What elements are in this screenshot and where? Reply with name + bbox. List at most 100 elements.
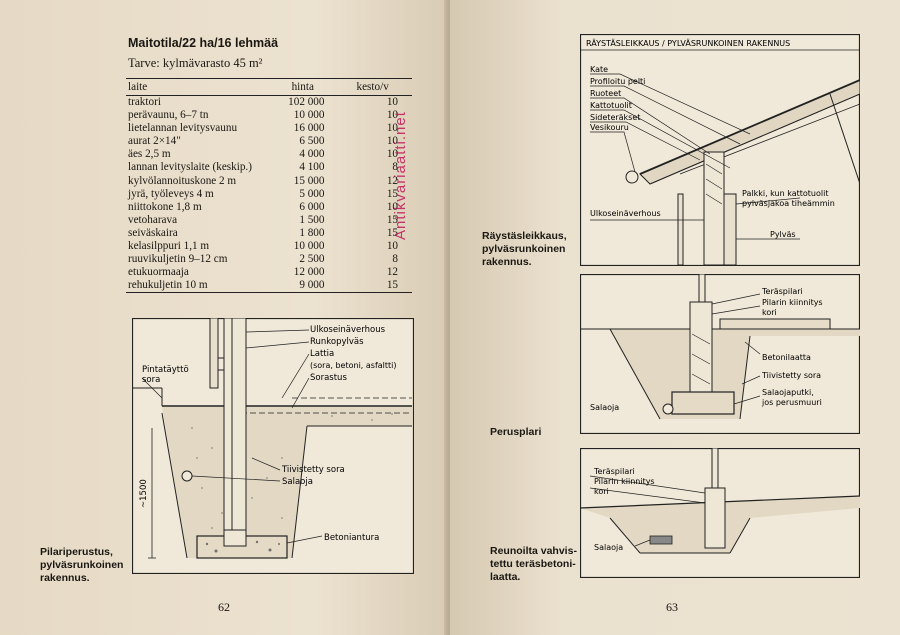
page-number-left: 62 <box>218 600 230 614</box>
table-cell-price: 6 500 <box>299 135 325 148</box>
label-runkopylvas: Runkopylväs <box>310 337 364 347</box>
table-row: ruuvikuljetin 9–12 cm 2 500 8 <box>126 253 412 266</box>
label-salaoja: Salaoja <box>282 477 313 487</box>
table-cell-price: 12 000 <box>293 266 325 279</box>
table-cell-item: rehukuljetin 10 m <box>126 279 276 294</box>
table-cell-price: 9 000 <box>275 279 349 294</box>
table-cell-lifetime: 15 <box>386 226 398 239</box>
fig2-label-tiivistetty: Tiivistetty sora <box>761 371 821 380</box>
fig1-label-pylvas: Pylväs <box>770 230 796 239</box>
table-cell-price: 102 000 <box>288 96 325 108</box>
header-hinta: hinta <box>275 78 349 96</box>
table-cell-item: kelasilppuri 1,1 m <box>128 240 210 253</box>
label-tiivistetty-sora: Tiivistetty sora <box>281 465 345 475</box>
caption-line: Reunoilta vahvis- <box>490 545 577 557</box>
table-cell-price: 4 000 <box>299 148 325 161</box>
table-cell-lifetime: 10 <box>386 135 398 148</box>
table-row: niittokone 1,8 m 6 000 10 <box>126 201 412 214</box>
fig2-label-betonilaatta: Betonilaatta <box>762 353 811 362</box>
table-cell-item: jyrä, työleveys 4 m <box>128 187 214 200</box>
table-cell-lifetime: 15 <box>348 279 412 294</box>
fig2-label-kiinnitys: Pilarin kiinnitys <box>762 298 823 307</box>
header-laite: laite <box>126 78 276 96</box>
table-cell-lifetime: 10 <box>386 240 398 253</box>
page-number-right: 63 <box>666 600 678 614</box>
table-row: etukuormaaja 12 000 12 <box>126 266 412 279</box>
fig2-label-salaoja: Salaoja <box>590 403 619 412</box>
fig1-label-palkki: Palkki, kun kattotuolit <box>742 189 828 198</box>
table-cell-price: 10 000 <box>293 240 325 253</box>
label-pintataytto: Pintatäyttö <box>142 365 189 375</box>
label-betonianturs: Betonianturа <box>324 533 379 543</box>
table-cell-item: seiväskaira <box>128 226 178 239</box>
table-cell-item: ruuvikuljetin 9–12 cm <box>128 253 228 266</box>
label-lattia-sub: (sora, betoni, asfaltti) <box>310 361 397 370</box>
caption-line: pylväsrunkoinen <box>40 559 124 571</box>
dimension-label: ~1500 <box>139 479 149 508</box>
right-page: RÄYSTÄSLEIKKAUS / PYLVÄSRUNKOINEN RAKENN… <box>450 0 900 635</box>
fig2-label-terapilari: Teräspilari <box>761 287 803 296</box>
table-cell-item: niittokone 1,8 m <box>128 200 202 213</box>
table-cell-lifetime: 10 <box>386 109 398 122</box>
table-cell-price: 1 500 <box>299 213 325 226</box>
foundation-pillar-figure: Teräspilari Pilarin kiinnitys kori Beton… <box>580 274 860 434</box>
caption-line: laatta. <box>490 571 521 583</box>
figure-caption-foundation: Perusplari <box>490 426 542 438</box>
fig3-label-kiinnitys: Pilarin kiinnitys <box>594 477 655 486</box>
table-cell-item: lietelannan levitysvaunu <box>128 122 238 135</box>
fig2-label-salaojaputki: Salaojaputki, <box>762 388 814 397</box>
table-row: kelasilppuri 1,1 m 10 000 10 <box>126 240 412 253</box>
table-cell-lifetime: 15 <box>386 187 398 200</box>
table-cell-lifetime: 12 <box>386 266 398 279</box>
fig1-label-vesikouru: Vesikouru <box>590 123 629 132</box>
caption-line: rakennus. <box>482 256 532 268</box>
label-ulkoseinaverhous: Ulkoseinäverhous <box>310 325 386 335</box>
fig1-label-palkki2: pylväsjakoa tiheämmin <box>742 199 835 208</box>
fig1-label-kate: Kate <box>590 65 608 74</box>
table-cell-price: 15 000 <box>293 174 325 187</box>
page-subtitle: Tarve: kylmävarasto 45 m² <box>128 56 263 70</box>
caption-line: tettu teräsbetoni- <box>490 558 576 570</box>
fig1-label-ruoteet: Ruoteet <box>590 89 621 98</box>
table-cell-lifetime: 10 <box>386 200 398 213</box>
figure-caption-eaves: Räystäsleikkaus, pylväsrunkoinen rakennu… <box>482 230 567 269</box>
table-cell-price: 2 500 <box>299 253 325 266</box>
table-cell-price: 1 800 <box>299 226 325 239</box>
page-title: Maitotila/22 ha/16 lehmää <box>128 36 279 50</box>
table-cell-item: lannan levityslaite (keskip.) <box>128 161 252 174</box>
fig1-title: RÄYSTÄSLEIKKAUS / PYLVÄSRUNKOINEN RAKENN… <box>586 38 790 48</box>
table-cell-item: etukuormaaja <box>128 266 189 279</box>
label-pintataytto-sora: sora <box>142 375 160 385</box>
eaves-section-figure: RÄYSTÄSLEIKKAUS / PYLVÄSRUNKOINEN RAKENN… <box>580 34 860 266</box>
table-cell-price: 16 000 <box>293 122 325 135</box>
fig1-label-ulkoseinaverhous: Ulkoseinäverhous <box>590 209 661 218</box>
table-cell-lifetime: 8 <box>392 253 398 266</box>
table-cell-price: 10 000 <box>293 109 325 122</box>
fig1-label-pelti: Profiloitu pelti <box>590 77 645 86</box>
table-cell-price: 5 000 <box>299 187 325 200</box>
header-kesto: kesto/v <box>348 78 412 96</box>
table-cell-price: 4 100 <box>299 161 325 174</box>
table-cell-lifetime: 8 <box>392 161 398 174</box>
table-row: lannan levityslaite (keskip.) 4 100 8 <box>126 161 412 174</box>
table-cell-item: kylvölannoituskone 2 m <box>128 174 237 187</box>
pillar-foundation-figure: ~1500 Ulkoseinäverhous Runkopylväs Latti… <box>132 318 414 574</box>
table-row: jyrä, työleveys 4 m 5 000 15 <box>126 188 412 201</box>
table-cell-lifetime: 15 <box>386 213 398 226</box>
table-cell-item: äes 2,5 m <box>128 148 171 161</box>
left-page: Maitotila/22 ha/16 lehmää Tarve: kylmäva… <box>0 0 448 635</box>
fig2-label-kori: kori <box>762 308 777 317</box>
book-gutter <box>444 0 454 635</box>
fig1-label-sideterakset: Sideteräkset <box>590 113 640 122</box>
table-cell-price: 6 000 <box>299 200 325 213</box>
figure-caption-slab: Reunoilta vahvis- tettu teräsbetoni- laa… <box>490 545 577 584</box>
label-sorastus: Sorastus <box>310 373 347 383</box>
